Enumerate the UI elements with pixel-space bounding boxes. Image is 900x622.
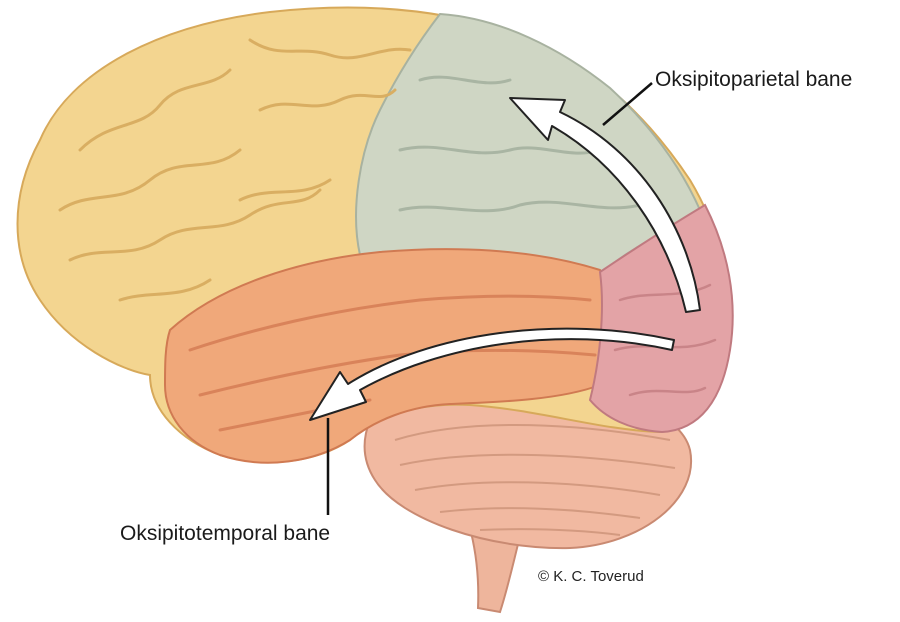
- occipitoparietal-arrow: [509, 97, 701, 313]
- gyri-lines: [58, 38, 412, 302]
- cerebellum-folds: [394, 424, 676, 536]
- occipitoparietal-leader-line: [602, 82, 653, 126]
- occipital-lobe: [588, 203, 734, 434]
- copyright-credit: © K. C. Toverud: [538, 568, 644, 585]
- occipitotemporal-arrow: [309, 327, 675, 421]
- parietal-gyri: [398, 75, 642, 213]
- occipitotemporal-label: Oksipitotemporal bane: [120, 522, 331, 545]
- occipitoparietal-label: Oksipitoparietal bane: [655, 68, 853, 91]
